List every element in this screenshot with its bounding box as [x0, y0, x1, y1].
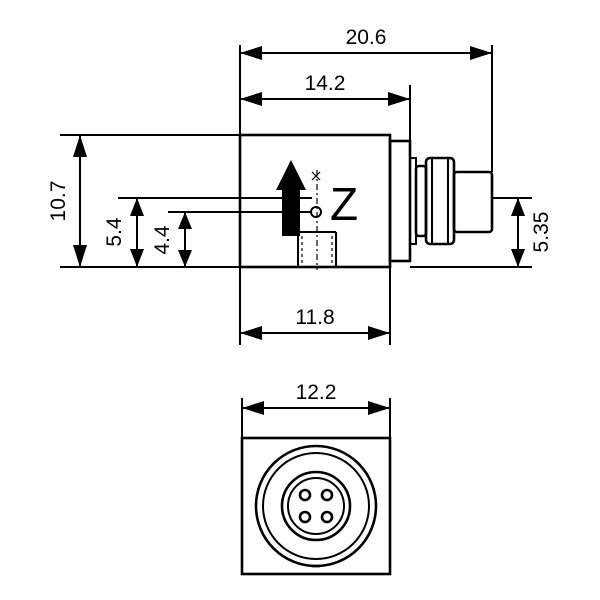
dimension-body-width: 11.8	[240, 306, 390, 340]
dim-label-5-4: 5.4	[103, 217, 126, 247]
bottom-view	[240, 398, 392, 576]
connector-outer-ring	[254, 444, 378, 568]
sensing-point-icon	[310, 171, 322, 218]
dim-label-4-4: 4.4	[151, 225, 174, 255]
mount-thread	[297, 170, 337, 270]
dim-label-20-6: 20.6	[346, 26, 387, 49]
dimension-axis-height: 5.4	[103, 198, 144, 267]
dim-label-11-8: 11.8	[295, 306, 334, 329]
z-axis-label: Z	[330, 178, 358, 230]
dimension-bottom-width: 12.2	[242, 381, 390, 415]
dim-label-5-35: 5.35	[530, 212, 553, 253]
connector-flange	[388, 139, 412, 263]
dim-label-12-2: 12.2	[296, 381, 337, 404]
side-view: Z	[60, 45, 532, 345]
connector-plug	[452, 170, 494, 234]
sensor-body-side	[238, 133, 392, 269]
dimension-body-height: 10.7	[47, 135, 87, 267]
dim-label-10-7: 10.7	[47, 181, 70, 222]
sensor-body-bottom	[240, 436, 392, 576]
connector-pins	[298, 488, 334, 524]
dimension-mount-height: 4.4	[151, 212, 192, 267]
connector-nut	[414, 164, 428, 238]
dimension-body-to-flange: 14.2	[240, 72, 410, 106]
dim-label-14-2: 14.2	[305, 72, 346, 95]
connector-body	[424, 156, 456, 246]
dimension-connector-height: 5.35	[511, 198, 553, 267]
dimension-overall-length: 20.6	[240, 26, 492, 60]
